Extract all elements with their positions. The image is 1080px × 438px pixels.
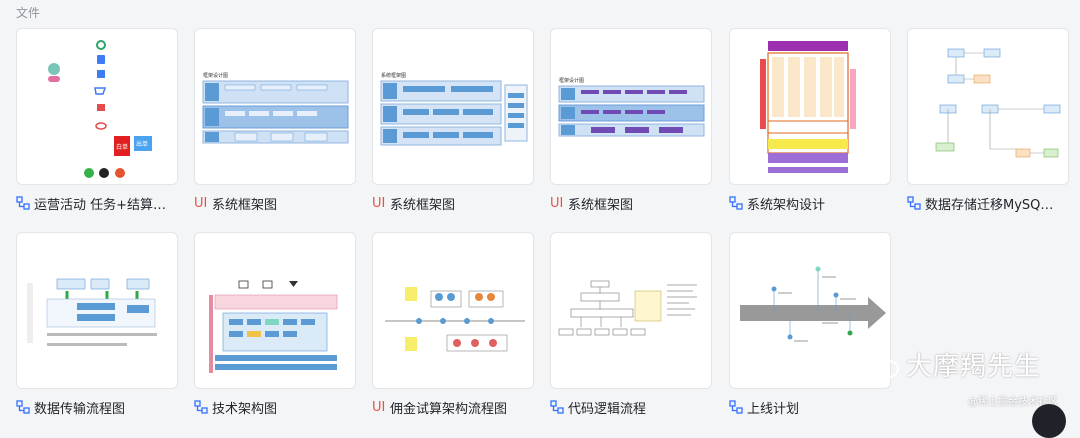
thumbnail-tech-architecture — [209, 280, 338, 373]
file-name: 数据存储迁移MySQ… — [925, 197, 1054, 213]
thumbnail-data-transfer — [27, 278, 157, 346]
thumbnail-framework-diagram: 框架设计图 — [558, 77, 705, 137]
flowchart-icon — [16, 196, 34, 210]
file-card[interactable]: 代码逻辑流程 — [550, 232, 712, 416]
file-thumbnail[interactable] — [729, 28, 891, 185]
file-card[interactable]: 框架设计图 UI 系统框架图 — [194, 28, 356, 212]
file-name: 上线计划 — [747, 401, 800, 417]
section-title: 文件 — [16, 6, 41, 20]
file-thumbnail[interactable]: 白单 出单 — [16, 28, 178, 185]
file-thumbnail[interactable]: 系统框架图 — [372, 28, 534, 185]
file-card[interactable]: UI 佣金试算架构流程图 — [372, 232, 534, 416]
watermark-sub: @稀土掘金技术社区 — [968, 397, 1058, 408]
file-thumbnail[interactable] — [907, 28, 1069, 185]
file-name: 系统框架图 — [212, 197, 278, 213]
thumb-title: 系统框架图 — [381, 72, 406, 79]
thumbnail-system-architecture — [760, 41, 856, 173]
thumbnail-activity-flow: 白单 出单 — [48, 40, 152, 178]
flowchart-icon — [194, 400, 212, 414]
thumb-title: 框架设计图 — [203, 72, 228, 79]
file-card[interactable]: 技术架构图 — [194, 232, 356, 416]
file-card[interactable]: 系统框架图 UI 系统框架图 — [372, 28, 534, 212]
file-thumbnail[interactable] — [16, 232, 178, 389]
thumbnail-commission-flow — [385, 287, 525, 352]
file-thumbnail[interactable] — [550, 232, 712, 389]
file-card[interactable]: 系统架构设计 — [729, 28, 891, 212]
thumbnail-framework-diagram: 框架设计图 — [202, 72, 349, 144]
thumbnail-release-plan — [740, 266, 886, 342]
file-name: 系统架构设计 — [747, 197, 826, 213]
file-name: 佣金试算架构流程图 — [390, 401, 508, 417]
thumb-title: 框架设计图 — [559, 77, 584, 84]
ui-mark: UI — [194, 195, 208, 211]
ui-mark: UI — [550, 195, 564, 211]
floating-action-button[interactable] — [1032, 404, 1066, 438]
file-thumbnail[interactable]: 框架设计图 — [550, 28, 712, 185]
flowchart-icon — [729, 196, 747, 210]
ui-mark: UI — [372, 399, 386, 415]
flowchart-icon — [16, 400, 34, 414]
file-card[interactable]: 数据存储迁移MySQ… — [907, 28, 1069, 212]
watermark-text: 大摩羯先生 — [906, 352, 1042, 382]
flowchart-icon — [907, 196, 925, 210]
file-name: 运营活动 任务+结算… — [34, 197, 167, 213]
file-thumbnail[interactable] — [729, 232, 891, 389]
file-card[interactable]: 白单 出单 运营活动 任务+结算… — [16, 28, 178, 212]
watermark: 大摩羯先生 — [862, 346, 1041, 383]
file-name: 系统框架图 — [568, 197, 634, 213]
file-card[interactable]: 数据传输流程图 — [16, 232, 178, 416]
thumbnail-framework-diagram: 系统框架图 — [380, 72, 528, 146]
ui-mark: UI — [372, 195, 386, 211]
file-name: 代码逻辑流程 — [568, 401, 647, 417]
file-thumbnail[interactable] — [194, 232, 356, 389]
file-name: 技术架构图 — [212, 401, 278, 417]
thumbnail-storage-migration — [935, 48, 1061, 158]
file-name: 系统框架图 — [390, 197, 456, 213]
flowchart-icon — [550, 400, 568, 414]
file-thumbnail[interactable] — [372, 232, 534, 389]
thumb-button-label: 出单 — [136, 140, 148, 148]
file-name: 数据传输流程图 — [34, 401, 126, 417]
file-card[interactable]: 上线计划 — [729, 232, 891, 416]
chat-bubble-icon — [862, 348, 902, 382]
thumbnail-code-logic — [558, 280, 697, 336]
thumb-button-label: 白单 — [116, 143, 128, 151]
file-card[interactable]: 框架设计图 UI 系统框架图 — [550, 28, 712, 212]
flowchart-icon — [729, 400, 747, 414]
file-thumbnail[interactable]: 框架设计图 — [194, 28, 356, 185]
